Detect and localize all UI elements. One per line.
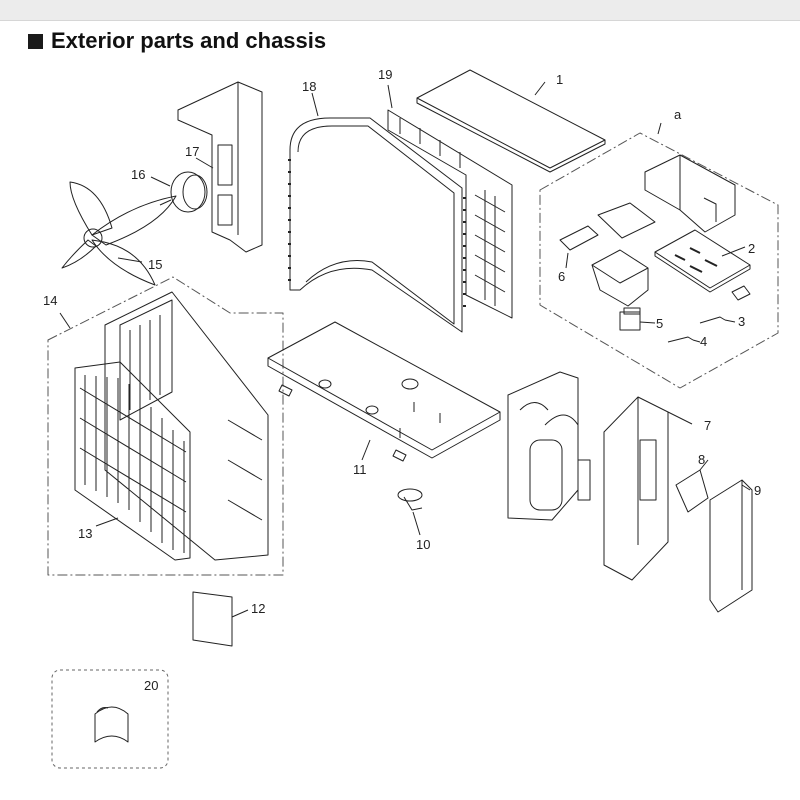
part-front-panel bbox=[104, 291, 269, 561]
part-reactor bbox=[619, 307, 656, 331]
page-title-text: Exterior parts and chassis bbox=[51, 28, 327, 53]
callout-12: 12 bbox=[251, 601, 265, 616]
callout-6: 6 bbox=[558, 269, 565, 284]
part-fan-motor bbox=[150, 171, 208, 213]
callout-19: 19 bbox=[378, 67, 392, 82]
callout-3: 3 bbox=[738, 314, 745, 329]
callout-1: 1 bbox=[556, 72, 563, 87]
callout-10: 10 bbox=[416, 537, 430, 552]
callout-16: 16 bbox=[131, 167, 145, 182]
callout-18: 18 bbox=[302, 79, 316, 94]
group-a-boundary bbox=[539, 132, 779, 389]
part-base-pan bbox=[267, 321, 501, 462]
callout-20: 20 bbox=[144, 678, 158, 693]
callout-8: 8 bbox=[698, 452, 705, 467]
callout-11: 11 bbox=[353, 462, 367, 477]
part-front-grille bbox=[74, 361, 191, 561]
part-sensor-4 bbox=[667, 336, 701, 343]
callout-a: a bbox=[674, 107, 682, 122]
top-bar bbox=[0, 0, 800, 21]
group-a-leader bbox=[657, 122, 662, 135]
group-14-boundary bbox=[47, 276, 284, 576]
group-14-leader bbox=[59, 312, 71, 329]
bullet-square-icon bbox=[28, 33, 43, 49]
callout-4: 4 bbox=[700, 334, 707, 349]
part-control-box bbox=[559, 202, 656, 307]
part-partition-plate bbox=[603, 396, 693, 581]
callout-2: 2 bbox=[748, 241, 755, 256]
part-motor-bracket bbox=[177, 81, 263, 253]
part-small-bracket bbox=[675, 459, 709, 513]
part-drain-elbow bbox=[397, 488, 423, 536]
part-control-board bbox=[654, 229, 751, 301]
part-side-cover bbox=[709, 479, 753, 613]
callout-13: 13 bbox=[78, 526, 92, 541]
part-label-sheet bbox=[192, 591, 249, 647]
callout-labels: 1 2 3 4 5 6 7 8 9 10 11 12 13 14 15 16 1… bbox=[43, 67, 761, 693]
part-top-panel bbox=[416, 69, 606, 173]
callout-17: 17 bbox=[185, 144, 199, 159]
part-electrical-case bbox=[644, 154, 736, 233]
callout-14: 14 bbox=[43, 293, 57, 308]
accessory-box bbox=[51, 669, 169, 769]
callout-7: 7 bbox=[704, 418, 711, 433]
part-compressor-assembly bbox=[507, 371, 591, 521]
part-accessory-clip bbox=[94, 706, 129, 743]
callout-9: 9 bbox=[754, 483, 761, 498]
callout-5: 5 bbox=[656, 316, 663, 331]
part-sensor-3 bbox=[699, 316, 736, 324]
page-title: Exterior parts and chassis bbox=[28, 28, 326, 54]
part-propeller-fan bbox=[61, 181, 177, 286]
callout-15: 15 bbox=[148, 257, 162, 272]
part-condenser-coil bbox=[288, 92, 466, 333]
